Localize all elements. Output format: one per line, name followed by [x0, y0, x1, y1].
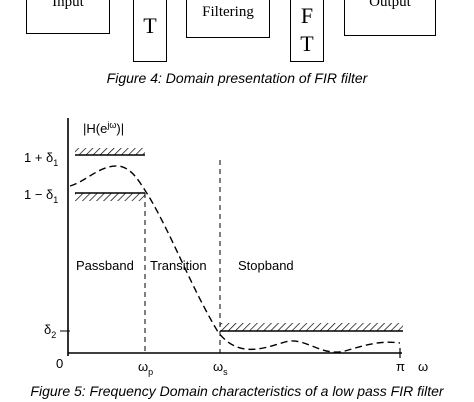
figure5-caption: Figure 5: Frequency Domain characteristi… [30, 383, 444, 399]
tick-label-pi: π [396, 359, 405, 374]
passband-lower-tolerance [75, 193, 145, 201]
tick-label-one-plus-delta1: 1 + δ1 [24, 150, 58, 168]
tick-label-omega-s: ωs [213, 359, 228, 377]
inverse-transform-block: F T [290, 0, 324, 62]
input-block: Input [26, 0, 110, 34]
tick-label-omega-p: ωp [138, 359, 153, 377]
filtering-block-label: Filtering [202, 4, 254, 20]
region-label-stopband: Stopband [238, 258, 294, 273]
transform-letter-f: F [300, 3, 314, 28]
passband-upper-tolerance [75, 148, 145, 155]
tick-label-delta2: δ2 [44, 322, 56, 340]
region-label-passband: Passband [76, 258, 134, 273]
fourier-transform-block: T [133, 0, 167, 62]
filtering-block: Filtering [186, 0, 270, 38]
origin-label: 0 [56, 356, 63, 371]
transform-letter-t: T [300, 31, 314, 56]
stopband-tolerance [220, 323, 403, 331]
figure4-caption: Figure 4: Domain presentation of FIR fil… [106, 70, 368, 86]
tick-label-one-minus-delta1: 1 − δ1 [24, 187, 58, 205]
output-block-label: Output [369, 0, 411, 10]
output-block: Output [344, 0, 436, 36]
region-label-transition: Transition [150, 258, 207, 273]
x-axis-label: ω [418, 359, 428, 374]
transform-letter-t: T [143, 13, 157, 38]
magnitude-axis-label: |H(ejω)| [83, 120, 124, 136]
input-block-label: Input [52, 0, 84, 10]
